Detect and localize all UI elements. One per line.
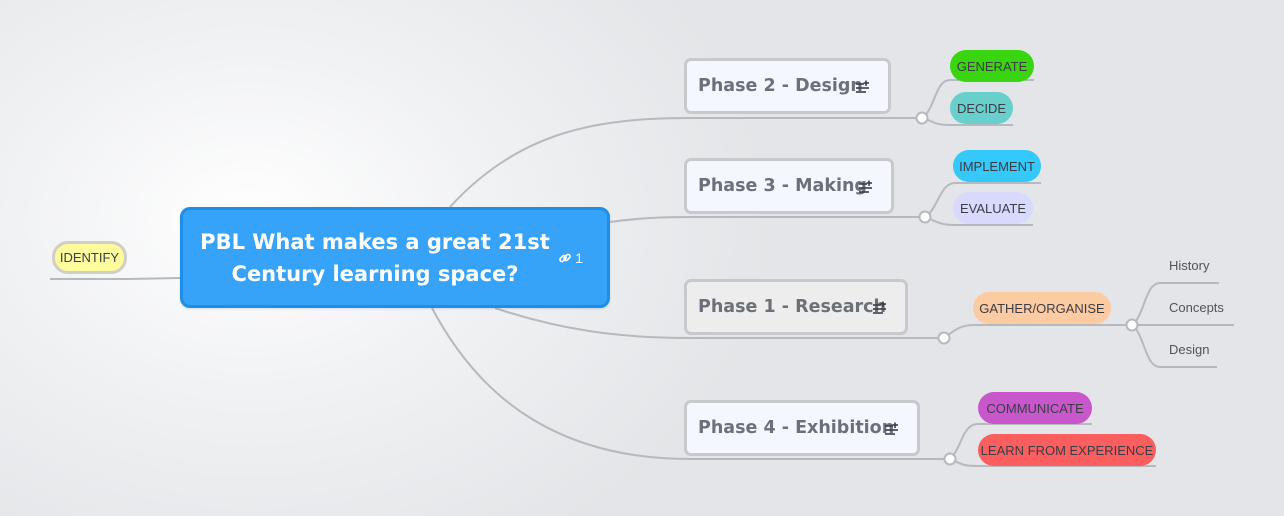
topic-generate[interactable]: GENERATE [950,50,1034,82]
topic-communicate[interactable]: COMMUNICATE [978,392,1092,424]
topic-label: LEARN FROM EXPERIENCE [980,442,1154,458]
topic-link-badge[interactable]: 1 [558,250,583,266]
central-topic-title: PBL What makes a great 21st Century lear… [200,229,550,286]
notes-icon[interactable] [873,301,887,314]
phase-4-exhibition[interactable]: Phase 4 - Exhibition [684,400,920,456]
leaf-design[interactable]: Design [1169,342,1210,357]
phase-1-research[interactable]: Phase 1 - Research [684,279,908,335]
phase-title: Phase 4 - Exhibition [698,418,895,438]
phase-title: Phase 1 - Research [698,297,886,317]
topic-learn-from-experience[interactable]: LEARN FROM EXPERIENCE [978,434,1156,466]
notes-icon[interactable] [856,80,870,93]
topic-label: GENERATE [956,58,1028,74]
notes-icon[interactable] [859,180,873,193]
phase-title: Phase 3 - Making [698,176,867,196]
topic-decide[interactable]: DECIDE [950,92,1013,124]
topic-label: DECIDE [956,100,1007,116]
topic-label: COMMUNICATE [986,400,1084,416]
collapse-circle-icon [915,111,1139,466]
notes-icon[interactable] [885,422,899,435]
phase-title: Phase 2 - Design [698,76,863,96]
central-topic[interactable]: PBL What makes a great 21st Century lear… [180,207,610,308]
topic-evaluate[interactable]: EVALUATE [953,192,1033,224]
topic-label: IDENTIFY [59,250,120,265]
topic-label: EVALUATE [960,200,1026,216]
topic-identify[interactable]: IDENTIFY [52,241,127,274]
topic-label: GATHER/ORGANISE [979,300,1105,316]
phase-3-making[interactable]: Phase 3 - Making [684,158,894,214]
phase-2-design[interactable]: Phase 2 - Design [684,58,891,114]
topic-gather-organise[interactable]: GATHER/ORGANISE [973,292,1111,324]
topic-implement[interactable]: IMPLEMENT [953,150,1041,182]
link-count: 1 [575,250,583,266]
leaf-concepts[interactable]: Concepts [1169,300,1224,315]
link-icon [559,253,572,263]
topic-label: IMPLEMENT [959,158,1035,174]
leaf-history[interactable]: History [1169,258,1210,273]
